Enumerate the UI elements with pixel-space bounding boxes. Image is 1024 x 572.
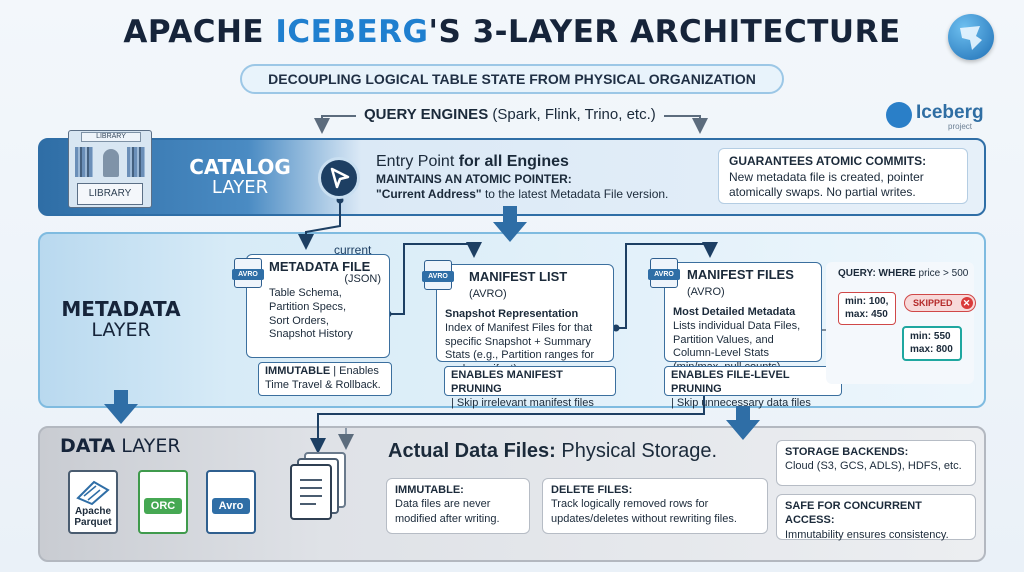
catalog-entry-point: Entry Point for all Engines MAINTAINS AN… <box>376 153 669 201</box>
iceberg-brand: Iceberg project <box>886 100 996 134</box>
data-files-stack-icon <box>290 452 354 522</box>
manifest-files-note: ENABLES FILE-LEVEL PRUNING| Skip unneces… <box>664 366 842 409</box>
manifest-files-card: MANIFEST FILES (AVRO) Most Detailed Meta… <box>664 262 822 373</box>
skipped-badge: SKIPPED ✕ <box>904 294 976 312</box>
library-sign: LIBRARY <box>81 132 141 142</box>
page-title: APACHE ICEBERG'S 3-LAYER ARCHITECTURE <box>123 14 901 50</box>
brand-name: Iceberg <box>916 102 984 123</box>
iceberg-brand-icon <box>886 102 912 128</box>
library-shelf <box>127 147 145 177</box>
manifest-list-card: MANIFEST LIST (AVRO) Snapshot Representa… <box>436 264 614 375</box>
query-engines-label: QUERY ENGINES (Spark, Flink, Trino, etc.… <box>364 106 656 123</box>
minmax-block-skipped: min: 100, max: 450 <box>838 292 896 325</box>
parquet-label: Apache Parquet <box>74 506 112 528</box>
down-arrow-icon <box>104 390 138 424</box>
library-shelf <box>75 147 93 177</box>
down-arrow-icon <box>493 206 527 242</box>
page-subtitle: DECOUPLING LOGICAL TABLE STATE FROM PHYS… <box>240 64 784 94</box>
cursor-pointer-icon <box>318 157 360 199</box>
iceberg-logo-icon <box>948 14 994 60</box>
data-layer-title: DATA LAYER <box>60 435 181 457</box>
current-pointer-label: current <box>334 243 372 257</box>
avro-file-icon: AVRO <box>422 260 454 290</box>
orc-file-icon: ORC <box>138 470 188 534</box>
skip-x-icon: ✕ <box>960 297 973 309</box>
down-arrow-icon <box>726 406 760 440</box>
manifest-list-note: ENABLES MANIFEST PRUNING| Skip irrelevan… <box>444 366 616 409</box>
data-files-heading: Actual Data Files: Physical Storage. <box>388 440 718 462</box>
atomic-commits-box: GUARANTEES ATOMIC COMMITS: New metadata … <box>718 148 968 204</box>
avro-file-icon: AVRO <box>232 258 264 288</box>
avro-label: Avro <box>212 498 250 514</box>
minmax-block-matched: min: 550 max: 800 <box>902 326 962 361</box>
librarian-figure <box>103 149 119 177</box>
storage-backends-box: STORAGE BACKENDS:Cloud (S3, GCS, ADLS), … <box>776 440 976 486</box>
parquet-file-icon: Apache Parquet <box>68 470 118 534</box>
delete-files-box: DELETE FILES:Track logically removed row… <box>542 478 768 534</box>
immutable-data-box: IMMUTABLE:Data files are never modified … <box>386 478 530 534</box>
library-icon: LIBRARY LIBRARY <box>68 130 152 208</box>
metadata-file-card: METADATA FILE (JSON) Table Schema, Parti… <box>246 254 390 358</box>
library-desk: LIBRARY <box>77 183 143 205</box>
concurrent-access-box: SAFE FOR CONCURRENT ACCESS:Immutability … <box>776 494 976 541</box>
orc-label: ORC <box>144 498 182 514</box>
avro-data-file-icon: Avro <box>206 470 256 534</box>
query-label: QUERY: WHERE price > 500 <box>838 268 969 279</box>
brand-sub: project <box>948 122 973 131</box>
avro-file-icon: AVRO <box>648 258 680 288</box>
metadata-file-note: IMMUTABLE | Enables Time Travel & Rollba… <box>258 362 392 396</box>
